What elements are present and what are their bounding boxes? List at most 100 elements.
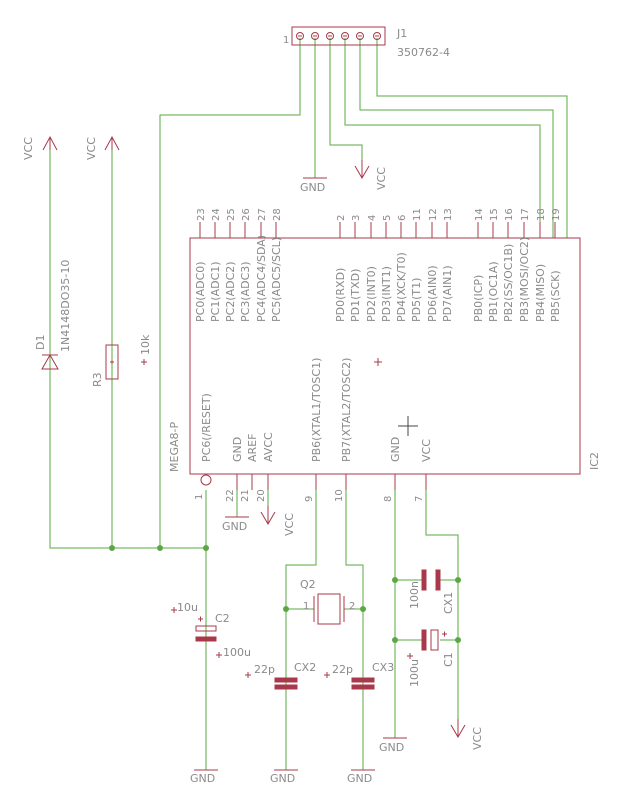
vcc-down-arrow-icon xyxy=(354,160,370,179)
gnd-label-cx2: GND xyxy=(270,772,295,785)
cursor-cross-icon xyxy=(398,416,418,436)
wires xyxy=(49,38,568,770)
junction xyxy=(203,545,209,551)
resistor-r3: R3 10k xyxy=(91,334,152,387)
r3-plus-mark xyxy=(141,359,147,365)
ic2-pin-name: PD7(AIN1) xyxy=(441,265,454,322)
ic2-pin-number: 1 xyxy=(194,494,205,500)
capacitor-cx2: 22p CX2 xyxy=(245,661,316,690)
gnd-label-j1: GND xyxy=(300,181,325,194)
ic2-pin-number: 23 xyxy=(196,208,207,221)
j1-pin-3 xyxy=(326,32,334,40)
capacitor-cx1: 100n CX1 xyxy=(408,569,455,614)
ic2-pin-name: PC4(ADC4/SDA) xyxy=(255,235,268,322)
ic2-pin-number: 8 xyxy=(383,496,394,502)
cx3-plate-bottom xyxy=(351,684,375,690)
c2-ref: C2 xyxy=(215,612,230,625)
d1-triangle xyxy=(41,353,59,370)
ic2-pin-number: 19 xyxy=(551,208,562,221)
cx2-ref: CX2 xyxy=(294,661,316,674)
r3-body xyxy=(105,344,119,380)
ic2-pin-name: PB5(SCK) xyxy=(549,270,562,322)
j1-part: 350762-4 xyxy=(397,46,450,59)
j1-pin-5 xyxy=(356,32,364,40)
ic2-pin-name: VCC xyxy=(420,439,433,462)
q2-pin1: 1 xyxy=(303,601,309,612)
c1-plus-icon xyxy=(442,631,447,637)
cx3-value: 22p xyxy=(332,663,353,676)
c1-value: 100u xyxy=(408,659,421,687)
ic2-pin-name: GND xyxy=(389,437,402,462)
c2-mark2 xyxy=(216,652,222,658)
capacitor-c2: 10u C2 100u xyxy=(171,601,251,659)
c2-plate-pos xyxy=(195,625,217,632)
ic2-pin-number: 9 xyxy=(304,496,315,502)
cx2-plate-top xyxy=(274,677,298,683)
ic2-pin-number: 24 xyxy=(211,208,222,221)
ic2-pin-number: 3 xyxy=(351,215,362,221)
ic2-pin-name: PB0(ICP) xyxy=(472,275,485,322)
r3-value: 10k xyxy=(139,334,152,355)
vcc-label-r3: VCC xyxy=(85,137,98,160)
ic2-pin-number: 20 xyxy=(256,489,267,502)
vcc-label-vcc7: VCC xyxy=(471,727,484,750)
gnd-label-8: GND xyxy=(379,741,404,754)
r3-ref: R3 xyxy=(91,372,104,387)
junction xyxy=(283,606,289,612)
supplies: VCC VCC VCC VCC VCC GND GND GND GND GND … xyxy=(22,135,484,785)
cx1-plate-right xyxy=(435,569,441,591)
ic2-pin-number: 12 xyxy=(428,208,439,221)
vcc-down-arrow-icon xyxy=(260,506,276,525)
ic2-reset-inversion xyxy=(200,474,212,486)
ic2-pin-name: PB4(MISO) xyxy=(534,264,547,322)
ic2-pin-number: 26 xyxy=(241,208,252,221)
wire-j1-vcc xyxy=(329,38,363,168)
vcc-label-j1: VCC xyxy=(375,167,388,190)
ic2-pin-number: 7 xyxy=(414,496,425,502)
origin-mark xyxy=(374,358,382,366)
cx2-mark xyxy=(245,672,251,678)
vcc-down-arrow-icon xyxy=(450,719,466,738)
wire-j1-sck xyxy=(376,38,568,238)
junction xyxy=(392,577,398,583)
vcc-arrow-icon xyxy=(42,135,58,151)
cx3-mark xyxy=(324,672,330,678)
ic2-ref: IC2 xyxy=(588,452,601,470)
ic2-pin-name: PB7(XTAL2/TOSC2) xyxy=(340,358,353,462)
q2-pin2: 2 xyxy=(349,601,355,612)
junction xyxy=(109,545,115,551)
cx3-ref: CX3 xyxy=(372,661,394,674)
r3-origin xyxy=(110,360,114,364)
ic2-pin-name: PB1(OC1A) xyxy=(487,261,500,322)
cx2-plate-bottom xyxy=(274,684,298,690)
diode-d1: D1 1N4148DO35-10 xyxy=(34,260,72,370)
ic2-pin-number: 28 xyxy=(272,208,283,221)
vcc-arrow-icon xyxy=(104,135,120,151)
cx1-value: 100n xyxy=(408,581,421,609)
j1-pin-1 xyxy=(296,32,304,40)
ic2-pin-name: PD3(INT1) xyxy=(380,266,393,322)
ic2-pin-name: PC3(ADC3) xyxy=(239,261,252,322)
cx1-ref: CX1 xyxy=(442,592,455,614)
ic2-pin-number: 25 xyxy=(226,208,237,221)
ic2-pin-name: PB2(SS/OC1B) xyxy=(502,244,515,322)
ic2-pin-name: PD1(TXD) xyxy=(349,269,362,322)
ic2-pin-name: PC5(ADC5/SCL) xyxy=(270,237,283,322)
j1-pin-2 xyxy=(311,32,319,40)
ic2-pin-number: 18 xyxy=(536,208,547,221)
wire-xtal2 xyxy=(345,490,364,770)
d1-ref: D1 xyxy=(34,335,47,350)
crystal-q2: Q2 1 2 xyxy=(300,578,355,625)
ic2-pin-name: PC2(ADC2) xyxy=(224,261,237,322)
ic2-pin-name: PB3(MOSI/OC2) xyxy=(518,237,531,322)
wire-j1-pin1-reset xyxy=(159,38,301,548)
ic2-pin-name: PD5(T1) xyxy=(410,278,423,322)
ic2-pin-name: AREF xyxy=(246,434,259,462)
capacitor-cx3: 22p CX3 xyxy=(324,661,394,690)
junction xyxy=(392,637,398,643)
ic2-pin-number: 6 xyxy=(397,215,408,221)
c2-value-b: 100u xyxy=(223,646,251,659)
ic2-pin-name: PD6(AIN0) xyxy=(426,265,439,322)
ic2-pin-name: PD0(RXD) xyxy=(334,268,347,322)
